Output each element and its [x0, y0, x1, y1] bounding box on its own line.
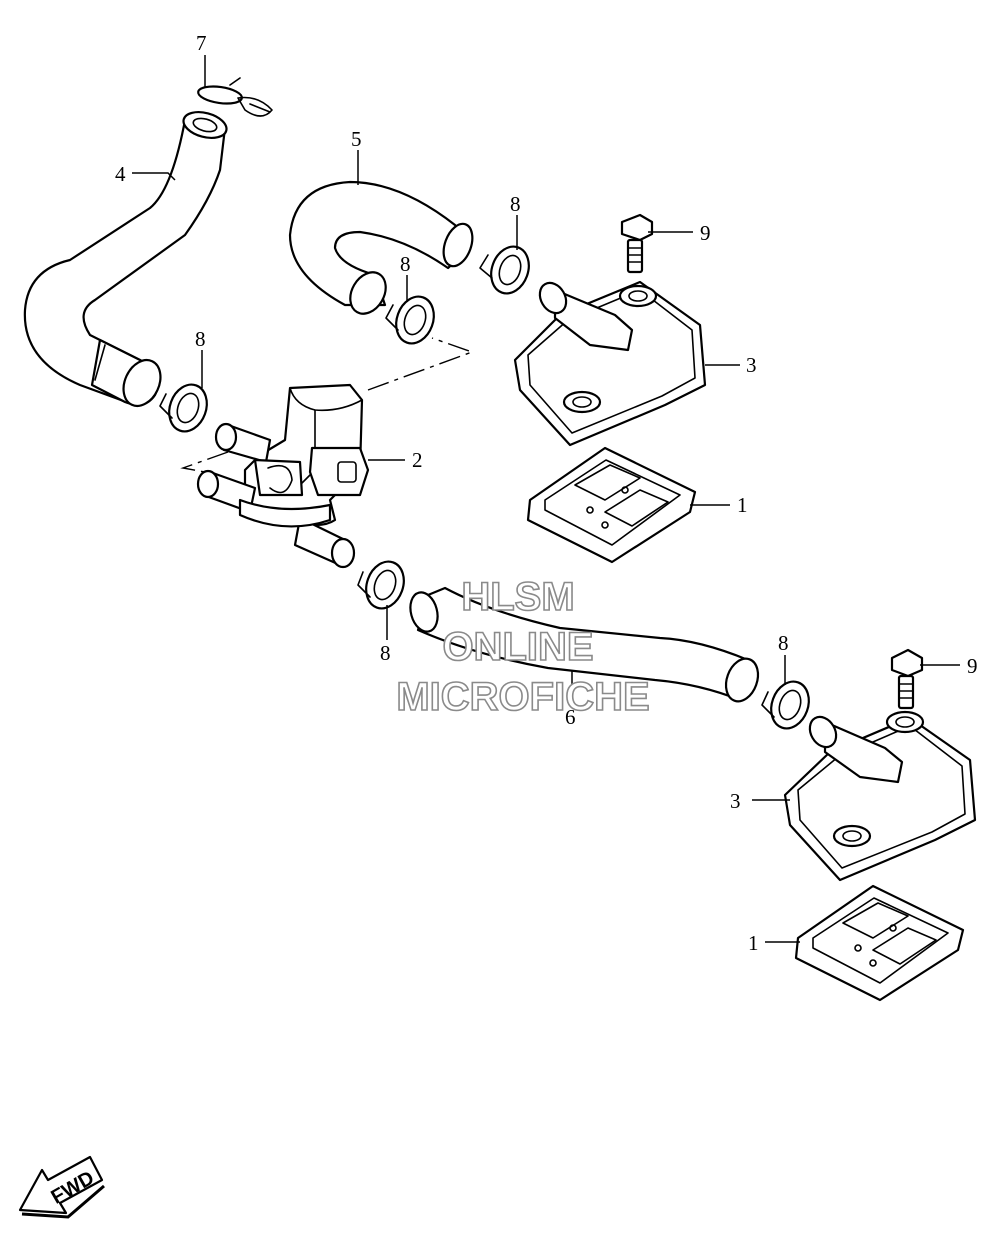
clamp-part-8c	[159, 383, 208, 433]
alignment-line-lower	[180, 451, 229, 473]
clamp-part-8b	[385, 295, 435, 345]
watermark-line-1: HLSM	[461, 575, 574, 619]
clamp-part-8d	[357, 560, 405, 610]
callout-8-upper-right: 8	[510, 192, 521, 216]
callout-8-left: 8	[195, 327, 206, 351]
callout-8-lower-right: 8	[778, 631, 789, 655]
fwd-arrow-icon	[18, 1155, 104, 1215]
clamp-part-8a	[479, 245, 530, 295]
callout-2: 2	[412, 448, 423, 472]
callout-3-upper: 3	[746, 353, 757, 377]
hose-part-6	[409, 586, 760, 703]
alignment-line-upper	[367, 337, 475, 391]
gasket-part-1b	[794, 884, 965, 1002]
callout-8-middle: 8	[380, 641, 391, 665]
gasket-part-1a	[526, 446, 697, 564]
watermark-line-2: ONLINE	[442, 625, 593, 669]
callout-6: 6	[565, 705, 576, 729]
callout-1-lower: 1	[748, 931, 759, 955]
bolt-part-9b	[890, 648, 924, 710]
clip-part-7	[197, 77, 273, 117]
leader-lines	[132, 55, 960, 943]
callout-9-lower: 9	[967, 654, 978, 678]
callout-1-upper: 1	[737, 493, 748, 517]
callout-4: 4	[115, 162, 126, 186]
cover-part-3a	[513, 280, 707, 447]
callout-7: 7	[196, 31, 207, 55]
callout-5: 5	[351, 127, 362, 151]
valve-part-2	[196, 383, 370, 569]
cover-part-3b	[783, 710, 977, 882]
hose-part-4	[23, 110, 228, 408]
callout-8-upper-mid: 8	[400, 252, 411, 276]
hose-part-5	[288, 180, 474, 315]
watermark: HLSM ONLINE MICROFICHE	[396, 574, 651, 720]
clamp-part-8e	[761, 680, 810, 730]
bolt-part-9a	[620, 213, 654, 274]
callout-9-upper: 9	[700, 221, 711, 245]
watermark-line-3: MICROFICHE	[396, 675, 649, 719]
fwd-direction-badge: FWD	[18, 1155, 105, 1219]
callout-3-lower: 3	[730, 789, 741, 813]
